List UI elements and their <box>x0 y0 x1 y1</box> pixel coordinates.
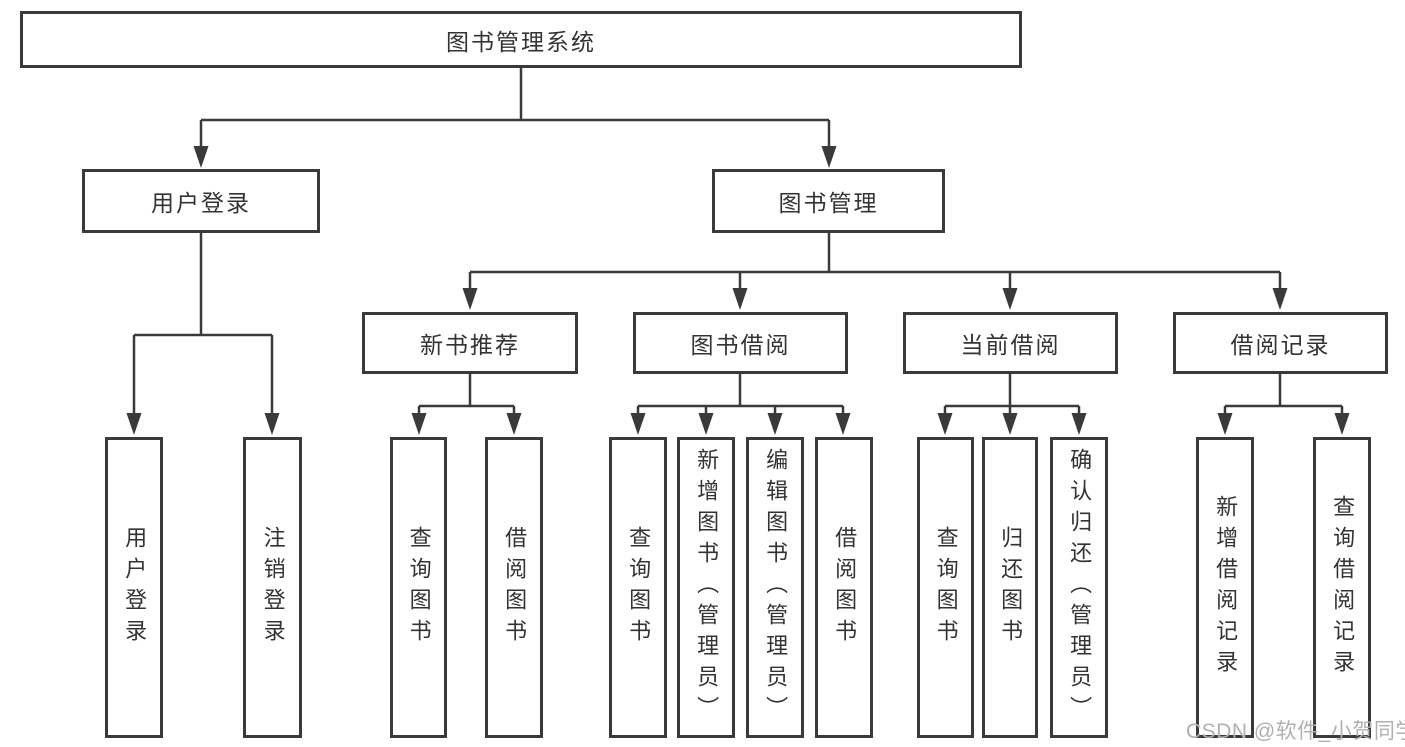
node-borrow-books-leaf: 借阅图书 <box>815 437 873 738</box>
node-label: 新增图书（管理员） <box>694 448 720 727</box>
node-user-login: 用户登录 <box>82 169 320 233</box>
node-book-management: 图书管理 <box>712 169 945 233</box>
edge-book-borrow-children <box>630 374 851 435</box>
node-user-login-leaf: 用户登录 <box>105 437 163 738</box>
node-label: 用户登录 <box>151 190 251 216</box>
edge-borrow-record-children <box>1217 374 1350 435</box>
node-query-books-recommend: 查询图书 <box>390 437 447 738</box>
node-query-books-borrow: 查询图书 <box>609 437 667 738</box>
node-label: 查询图书 <box>626 525 652 650</box>
node-borrow-records: 借阅记录 <box>1173 312 1388 374</box>
node-label: 借阅图书 <box>832 525 858 650</box>
node-label: 查询图书 <box>933 525 959 650</box>
edge-root-to-level2 <box>193 68 837 168</box>
node-label: 归还图书 <box>998 525 1024 650</box>
node-query-borrow-record: 查询借阅记录 <box>1313 437 1371 738</box>
node-borrow-books-recommend: 借阅图书 <box>485 437 543 738</box>
node-label: 当前借阅 <box>960 332 1061 358</box>
node-query-books-current: 查询图书 <box>917 437 974 738</box>
node-confirm-return-admin: 确认归还（管理员） <box>1050 437 1108 738</box>
edge-user-login-children <box>126 233 280 435</box>
node-label: 确认归还（管理员） <box>1067 448 1093 727</box>
node-label: 新书推荐 <box>420 332 520 358</box>
edge-current-borrow-children <box>937 374 1087 435</box>
node-current-borrow: 当前借阅 <box>903 312 1118 374</box>
node-label: 查询借阅记录 <box>1330 494 1356 681</box>
node-label: 图书借阅 <box>690 332 791 358</box>
node-new-book-recommend: 新书推荐 <box>362 312 578 374</box>
node-label: 新增借阅记录 <box>1213 494 1239 681</box>
node-label: 用户登录 <box>122 525 148 650</box>
node-label: 查询图书 <box>406 525 432 650</box>
node-root: 图书管理系统 <box>20 11 1022 68</box>
edge-new-book-children <box>411 374 522 435</box>
node-label: 注销登录 <box>260 525 286 650</box>
node-add-borrow-record: 新增借阅记录 <box>1196 437 1254 738</box>
node-logout: 注销登录 <box>243 437 302 738</box>
node-return-book: 归还图书 <box>982 437 1038 738</box>
node-edit-book-admin: 编辑图书（管理员） <box>746 437 804 738</box>
node-label: 图书管理系统 <box>446 28 596 55</box>
node-book-borrow: 图书借阅 <box>633 312 848 374</box>
node-label: 编辑图书（管理员） <box>763 448 789 727</box>
node-add-book-admin: 新增图书（管理员） <box>677 437 735 738</box>
node-label: 图书管理 <box>778 190 879 216</box>
csdn-watermark: CSDN @软件_小贺同学 <box>1186 720 1405 743</box>
edge-book-management-children <box>462 233 1288 310</box>
node-label: 借阅图书 <box>502 525 528 650</box>
node-label: 借阅记录 <box>1230 332 1331 358</box>
